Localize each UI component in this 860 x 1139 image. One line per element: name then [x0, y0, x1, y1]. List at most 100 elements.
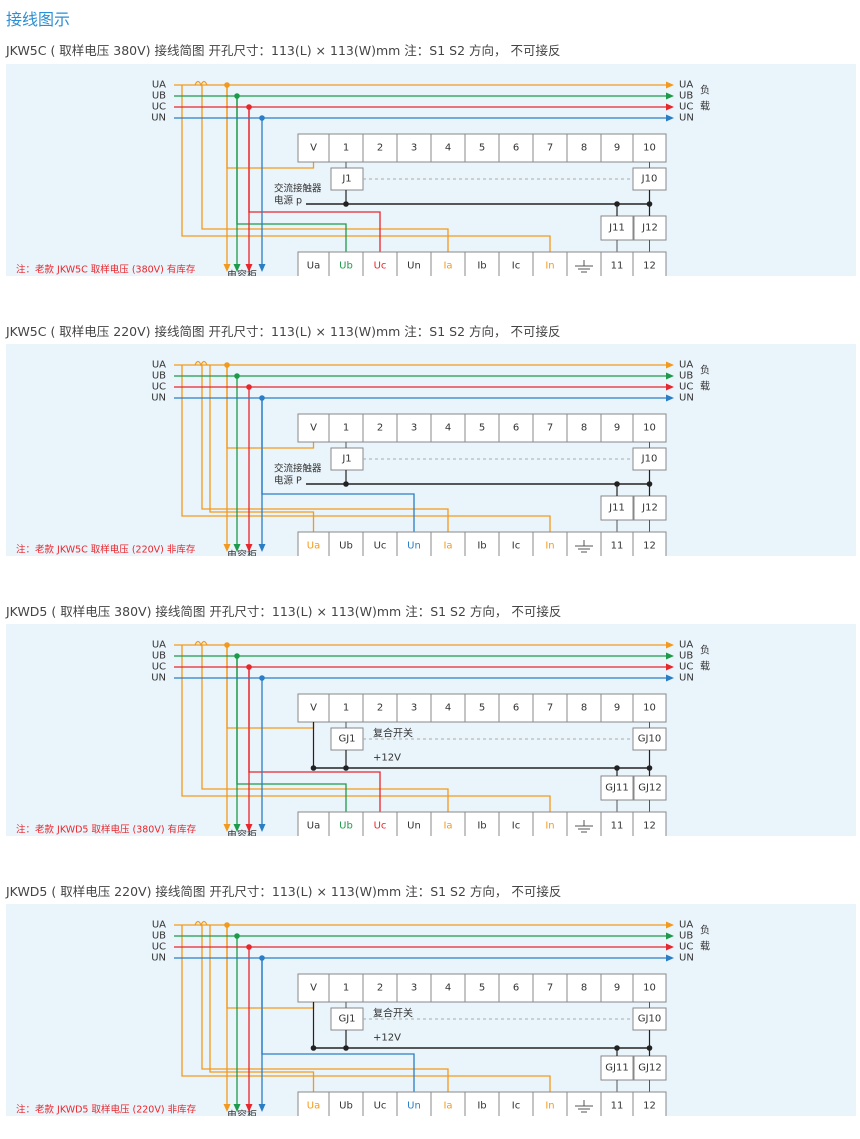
- bottom-terminal-label-un: Un: [407, 541, 421, 552]
- load-label-2: 载: [700, 381, 710, 393]
- bottom-terminal-label-ua: Ua: [307, 261, 320, 272]
- bottom-terminal-label-un: Un: [407, 1101, 421, 1112]
- drop-arrow-n: [258, 264, 266, 272]
- top-terminal-label-3: 3: [411, 423, 417, 434]
- capacitor-cabinet-label: 电容柜: [227, 549, 257, 557]
- top-terminal-label-10: 10: [643, 983, 656, 994]
- arrow-line-c: [666, 383, 674, 391]
- power-label: +12V: [373, 753, 401, 764]
- relay-12-label: GJ12: [638, 783, 661, 794]
- relay-12: [633, 775, 667, 801]
- arrow-line-n: [666, 674, 674, 682]
- capacitor-cabinet-label: 电容柜: [227, 1109, 257, 1117]
- bottom-terminal-11: [600, 1091, 634, 1116]
- top-terminal-label-3: 3: [411, 703, 417, 714]
- label-load-c: UC: [679, 102, 693, 113]
- bottom-terminal-ib: [464, 251, 500, 276]
- bottom-terminal-label-ic: Ic: [512, 821, 520, 832]
- label-load-n: UN: [679, 673, 694, 684]
- top-terminal-label-8: 8: [581, 983, 587, 994]
- label-load-c: UC: [679, 942, 693, 953]
- top-terminal-label-6: 6: [513, 983, 519, 994]
- label-load-b: UB: [679, 931, 693, 942]
- ct-in-wire: [181, 925, 551, 1092]
- ct-in-wire: [181, 645, 551, 812]
- top-terminal-label-10: 10: [643, 703, 656, 714]
- drop-arrow-n: [258, 1104, 266, 1112]
- bottom-terminal-ub: [328, 1091, 364, 1116]
- bottom-terminal-ia: [430, 1091, 466, 1116]
- top-terminal-10: [632, 133, 667, 163]
- top-terminal-label-7: 7: [547, 983, 553, 994]
- label-line-c: UC: [152, 102, 166, 113]
- top-terminal-label-2: 2: [377, 983, 383, 994]
- relay-12-label: J12: [641, 503, 658, 514]
- bottom-terminal-uc: [362, 1091, 398, 1116]
- arrow-line-a: [666, 361, 674, 369]
- drop-arrow-c: [245, 824, 253, 832]
- dot-a: [224, 82, 230, 88]
- top-terminal-6: [498, 413, 534, 443]
- bottom-terminal-uc: [362, 531, 398, 556]
- bottom-terminal-label-ia: Ia: [443, 541, 452, 552]
- bottom-terminal-ua: [297, 531, 330, 556]
- top-terminal-label-10: 10: [643, 143, 656, 154]
- arrow-line-n: [666, 954, 674, 962]
- drop-arrow-a: [223, 264, 231, 272]
- label-line-n: UN: [151, 953, 166, 964]
- drop-arrow-b: [233, 544, 241, 552]
- bottom-terminal-12: [632, 531, 667, 556]
- dot-n: [259, 955, 265, 961]
- relay-10-label: GJ10: [638, 1014, 661, 1025]
- power-label: +12V: [373, 1033, 401, 1044]
- top-terminal-label-V: V: [310, 983, 317, 994]
- arrow-line-n: [666, 114, 674, 122]
- top-terminal-8: [566, 973, 602, 1003]
- top-terminal-label-9: 9: [614, 423, 620, 434]
- top-terminal-7: [532, 693, 568, 723]
- top-terminal-label-1: 1: [343, 143, 349, 154]
- bottom-terminal-label-ic: Ic: [512, 1101, 520, 1112]
- bottom-terminal-ub: [328, 811, 364, 836]
- top-terminal-9: [600, 413, 634, 443]
- bottom-terminal-label-uc: Uc: [374, 1101, 387, 1112]
- capacitor-cabinet-label: 电容柜: [227, 829, 257, 837]
- dot-c: [246, 944, 252, 950]
- top-terminal-label-7: 7: [547, 143, 553, 154]
- arrow-line-c: [666, 663, 674, 671]
- bottom-terminal-12: [632, 811, 667, 836]
- dot-b: [234, 93, 240, 99]
- label-line-a: UA: [152, 920, 166, 931]
- label-line-n: UN: [151, 393, 166, 404]
- arrow-line-b: [666, 372, 674, 380]
- top-terminal-10: [632, 973, 667, 1003]
- top-terminal-label-7: 7: [547, 423, 553, 434]
- top-terminal-3: [396, 693, 432, 723]
- power-label: 电源 P: [274, 475, 302, 487]
- ct-ia-wire: [201, 85, 449, 252]
- top-terminal-4: [430, 413, 466, 443]
- relay-1-label: J1: [341, 174, 351, 185]
- label-line-n: UN: [151, 673, 166, 684]
- drop-arrow-b: [233, 264, 241, 272]
- bottom-terminal-label-un: Un: [407, 261, 421, 272]
- bottom-terminal-label-ic: Ic: [512, 261, 520, 272]
- top-terminal-label-2: 2: [377, 703, 383, 714]
- top-terminal-label-8: 8: [581, 423, 587, 434]
- bottom-terminal-uc: [362, 811, 398, 836]
- bottom-terminal-label-ub: Ub: [339, 1101, 353, 1112]
- bottom-terminal-12: [632, 251, 667, 276]
- top-terminal-label-7: 7: [547, 703, 553, 714]
- label-load-a: UA: [679, 360, 693, 371]
- label-load-b: UB: [679, 651, 693, 662]
- top-terminal-label-4: 4: [445, 703, 451, 714]
- relay-10-label: J10: [641, 454, 658, 465]
- bottom-terminal-label-ua: Ua: [307, 541, 320, 552]
- ct-ia-wire: [201, 925, 449, 1092]
- top-terminal-6: [498, 973, 534, 1003]
- bottom-terminal-label-12: 12: [643, 541, 656, 552]
- top-terminal-label-4: 4: [445, 423, 451, 434]
- top-terminal-label-3: 3: [411, 143, 417, 154]
